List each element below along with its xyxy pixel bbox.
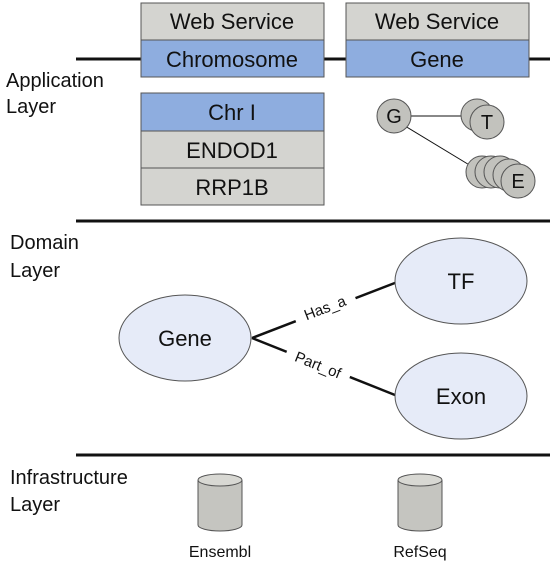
exon-node-label: Exon bbox=[436, 384, 486, 409]
database-icon-top bbox=[197, 473, 243, 487]
database-icon bbox=[197, 480, 243, 532]
has-a-label-bg bbox=[291, 286, 359, 330]
gene-graph: G T E bbox=[376, 98, 536, 199]
web-service-gene: Web Service Gene bbox=[345, 2, 530, 78]
web-service-chromosome: Web Service Chromosome bbox=[140, 2, 325, 78]
database-refseq: RefSeq bbox=[393, 473, 447, 561]
infrastructure-layer-label: Infrastructure Layer bbox=[10, 467, 133, 516]
database-icon-top bbox=[397, 473, 443, 487]
tf-node-label: TF bbox=[448, 269, 475, 294]
chromosome-table-row: ENDOD1 bbox=[186, 138, 278, 163]
database-label: RefSeq bbox=[393, 544, 446, 561]
application-layer-label: Application Layer bbox=[6, 70, 109, 118]
gene-graph-node-label: G bbox=[386, 106, 402, 128]
gene-node bbox=[118, 294, 252, 382]
web-service-header: Web Service bbox=[375, 9, 499, 34]
gene-node-label: Gene bbox=[158, 326, 212, 351]
gene-graph-node-e bbox=[500, 163, 536, 199]
gene-graph-node-g bbox=[376, 98, 412, 134]
chromosome-table: Chr I ENDOD1 RRP1B bbox=[140, 92, 325, 206]
gene-graph-node-label: E bbox=[511, 171, 524, 193]
gene-graph-node-label: T bbox=[481, 112, 493, 134]
part-of-label-bg bbox=[282, 342, 354, 388]
database-icon bbox=[397, 480, 443, 532]
chromosome-table-row: RRP1B bbox=[195, 175, 268, 200]
tf-node bbox=[394, 237, 528, 325]
chromosome-table-header: Chr I bbox=[208, 100, 256, 125]
database-ensembl: Ensembl bbox=[189, 473, 251, 561]
gene-graph-node-t bbox=[469, 104, 505, 140]
domain-layer-label: Domain Layer bbox=[10, 232, 84, 282]
database-label: Ensembl bbox=[189, 544, 251, 561]
gene-graph-edge bbox=[404, 125, 477, 170]
web-service-resource: Chromosome bbox=[166, 47, 298, 72]
domain-model: Has_a Part_of Gene TF Exon bbox=[118, 237, 528, 440]
exon-node bbox=[394, 352, 528, 440]
web-service-header: Web Service bbox=[170, 9, 294, 34]
web-service-resource: Gene bbox=[410, 47, 464, 72]
